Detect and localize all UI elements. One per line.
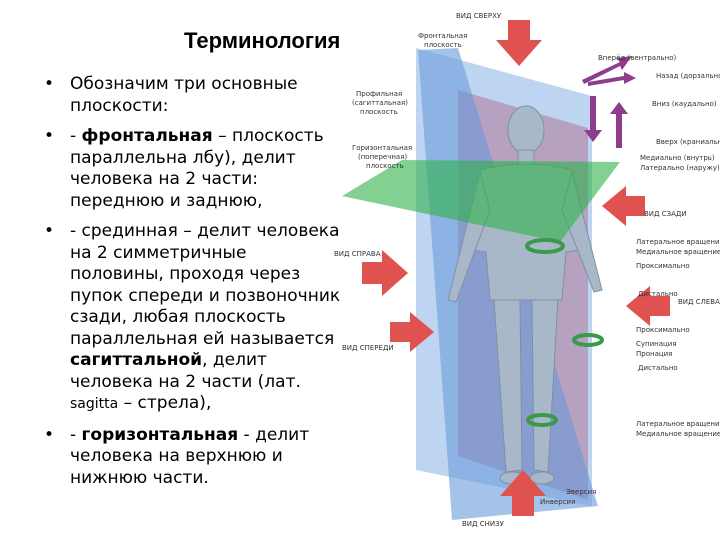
bullet-text: – плоскость параллельна лбу), делит чело… — [70, 126, 324, 211]
label-medial-rotation: Медиальное вращение — [636, 248, 720, 256]
arrow-bottom-view — [500, 470, 546, 516]
anatomy-planes-illustration: ВИД СВЕРХУ ВИД СНИЗУ ВИД СПРАВА ВИД СПЕР… — [334, 12, 720, 528]
arrow-anterior — [582, 56, 632, 84]
arrow-back-view — [602, 186, 645, 226]
ring-shin — [526, 413, 558, 427]
label-anterior: Вперёд (вентрально) — [598, 54, 677, 62]
bullet-dot: • — [44, 221, 55, 241]
ring-thigh — [525, 238, 565, 254]
label-proximal-2: Проксимально — [636, 326, 690, 334]
arrow-superior — [610, 102, 628, 148]
label-frontal-plane-1: Фронтальная — [418, 32, 467, 40]
label-back-view: ВИД СЗАДИ — [644, 210, 687, 218]
label-medial-rotation-2: Медиальное вращение — [636, 430, 720, 438]
bullet-text: - — [70, 424, 82, 445]
label-horizontal-plane-3: плоскость — [366, 162, 404, 170]
label-lateral: Латерально (наружу) — [640, 164, 720, 172]
label-inferior: Вниз (каудально) — [652, 100, 717, 108]
label-top-view: ВИД СВЕРХУ — [456, 12, 502, 20]
arrow-right-view — [362, 250, 408, 296]
bullet-text: - — [70, 126, 82, 146]
arrow-front-view — [390, 312, 434, 352]
label-superior: Вверх (краниально) — [656, 138, 720, 146]
bullet-item: •- фронтальная – плоскость параллельна л… — [42, 126, 342, 212]
bold-term: сагиттальной — [70, 350, 203, 370]
horizontal-plane — [342, 160, 620, 242]
label-lateral-rotation-2: Латеральное вращение — [636, 420, 720, 428]
label-sagittal-plane-3: плоскость — [360, 108, 398, 116]
bullet-dot: • — [44, 424, 55, 445]
bullet-dot: • — [44, 126, 55, 146]
label-sagittal-plane-2: (сагиттальная) — [352, 99, 408, 107]
view-arrows — [362, 20, 670, 516]
label-pronation: Пронация — [636, 350, 672, 358]
bullet-dot: • — [44, 74, 55, 94]
arrow-inferior — [584, 96, 602, 142]
label-distal: Дистально — [638, 290, 678, 298]
bullet-item: • Обозначим три основные плоскости: — [42, 74, 342, 117]
bullet-text: - делит человека на верхнюю и нижнюю час… — [70, 424, 310, 488]
label-right-view: ВИД СПРАВА — [334, 250, 381, 258]
direction-arrows — [582, 56, 636, 148]
bullet-list: •Обозначим три основные плоскости:•- фро… — [42, 74, 342, 498]
bullet-text: Обозначим три основные плоскости: — [70, 74, 298, 116]
bullet-text: – стрела), — [118, 393, 212, 413]
bullet-item: •- горизонтальная - делит человека на ве… — [42, 425, 342, 490]
bullet-text: , делит человека на 2 части (лат. — [70, 350, 301, 392]
figure-labels: ВИД СВЕРХУ ВИД СНИЗУ ВИД СПРАВА ВИД СПЕР… — [334, 12, 720, 528]
bullet-text: sagitta — [70, 396, 119, 412]
label-horizontal-plane-1: Горизонтальная — [352, 144, 412, 152]
arrow-left-view — [626, 286, 670, 326]
label-bottom-view: ВИД СНИЗУ — [462, 520, 505, 528]
label-left-view: ВИД СЛЕВА — [678, 298, 720, 306]
label-inversion: Инверсия — [540, 498, 575, 506]
rotation-rings — [525, 238, 604, 427]
slide-title: Терминология — [184, 28, 341, 53]
arrow-top-view — [496, 20, 542, 66]
label-posterior: Назад (дорзально) — [656, 72, 720, 80]
bold-term: фронтальная — [81, 126, 213, 146]
label-distal-2: Дистально — [638, 364, 678, 372]
label-eversion: Эверсия — [566, 488, 596, 496]
anatomy-planes-figure: ВИД СВЕРХУ ВИД СНИЗУ ВИД СПРАВА ВИД СПЕР… — [330, 0, 720, 540]
label-proximal: Проксимально — [636, 262, 690, 270]
label-medial: Медиально (внутрь) — [640, 154, 715, 162]
label-sagittal-plane-1: Профильная — [356, 90, 402, 98]
arrow-posterior — [588, 72, 636, 86]
label-frontal-plane-2: плоскость — [424, 41, 462, 49]
label-supination: Супинация — [636, 340, 677, 348]
label-front-view: ВИД СПЕРЕДИ — [342, 344, 394, 352]
ring-forearm — [572, 333, 604, 347]
bold-term: горизонтальная — [81, 424, 239, 445]
bullet-text: - срединная – делит человека на 2 симмет… — [70, 221, 341, 349]
label-horizontal-plane-2: (поперечная) — [358, 153, 407, 161]
label-lateral-rotation: Латеральное вращение — [636, 238, 720, 246]
bullet-item: • - срединная – делит человека на 2 симме… — [42, 221, 342, 416]
